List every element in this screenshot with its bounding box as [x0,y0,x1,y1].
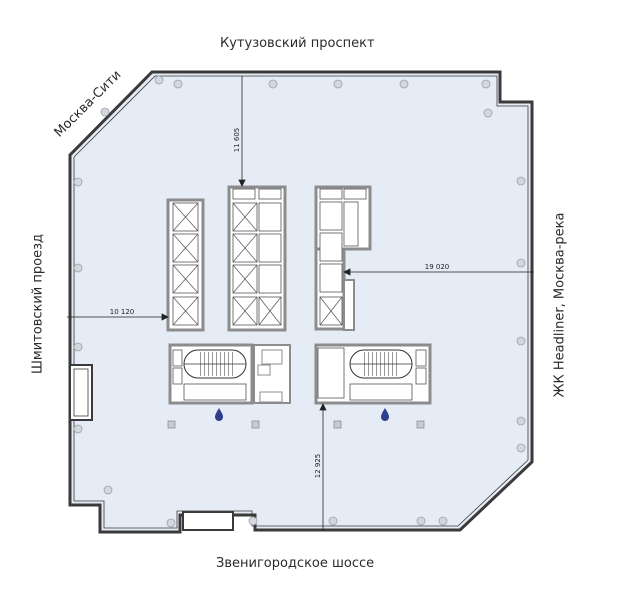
left-niche [69,364,93,421]
street-top: Кутузовский проспект [220,36,375,51]
dimension-bottom: 12 925 [314,454,322,479]
column-circle-icon [73,75,526,528]
interior-columns [167,420,425,429]
dimension-top: 11 605 [233,128,241,153]
dimension-lines [67,76,534,531]
street-bottom: Звенигородское шоссе [216,556,375,571]
floor-outline [68,70,534,534]
street-left: Шмитовский проезд [30,234,46,374]
core-corridor [253,344,291,404]
core-left-elevators [166,185,287,332]
street-right: ЖК Headliner, Москва-река [552,212,568,398]
dimension-left: 10 120 [110,308,135,316]
stair-left [168,343,254,405]
dimension-right: 19 020 [425,263,450,271]
left-niche-inner [73,368,89,417]
water-drop-icon [215,408,223,421]
stair-right [314,343,432,405]
water-drop-icon [381,408,389,421]
bottom-niche [182,511,234,531]
floor-outline-inner [73,75,529,529]
core-right-block [314,185,372,331]
